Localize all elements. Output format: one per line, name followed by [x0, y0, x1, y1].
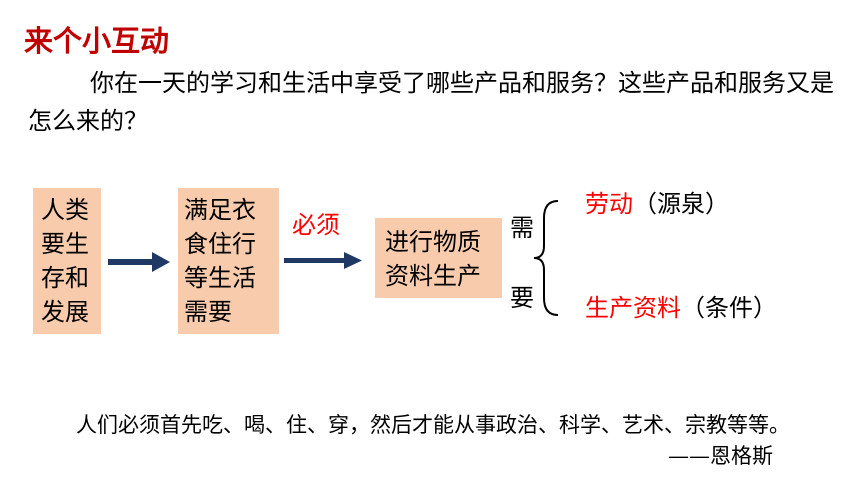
box2-line: 等生活 [184, 264, 256, 292]
flow-box-living-needs-text: 满足衣 食住行 等生活 需要 [184, 193, 256, 329]
branch-labor: 劳动（源泉） [585, 184, 729, 219]
branch-means-term: 生产资料 [585, 294, 681, 322]
quote-author: ——恩格斯 [668, 444, 773, 468]
flow-box-production [375, 218, 502, 298]
arrow-label-must: 必须 [292, 211, 340, 239]
box1-line: 人类 [41, 196, 89, 224]
box3-line: 资料生产 [385, 262, 481, 290]
branch-means: 生产资料（条件） [585, 288, 777, 323]
slide-title: 来个小互动 [24, 24, 170, 58]
box1-line: 要生 [41, 230, 89, 258]
need-char-top: 需 [510, 214, 534, 242]
flow-box-production-text: 进行物质 资料生产 [385, 225, 481, 293]
arrow-icon [108, 252, 170, 272]
box2-line: 食住行 [184, 230, 256, 258]
arrow-icon [284, 252, 362, 269]
box3-line: 进行物质 [385, 228, 481, 256]
need-char-bottom: 要 [510, 284, 534, 312]
branch-means-note: （条件） [681, 294, 777, 322]
branch-labor-term: 劳动 [585, 190, 633, 218]
flow-box-living-needs [178, 188, 279, 334]
engels-quote: 人们必须首先吃、喝、住、穿，然后才能从事政治、科学、艺术、宗教等等。 [76, 413, 790, 437]
box1-line: 存和 [41, 264, 89, 292]
curly-brace-icon [533, 200, 559, 316]
flow-box-human-survival [33, 188, 101, 334]
box2-line: 满足衣 [184, 196, 256, 224]
flow-box-human-survival-text: 人类 要生 存和 发展 [41, 193, 89, 329]
branch-labor-note: （源泉） [633, 190, 729, 218]
box1-line: 发展 [41, 298, 89, 326]
box2-line: 需要 [184, 298, 232, 326]
intro-question: 你在一天的学习和生活中享受了哪些产品和服务？这些产品和服务又是怎么来的？ [28, 69, 834, 135]
